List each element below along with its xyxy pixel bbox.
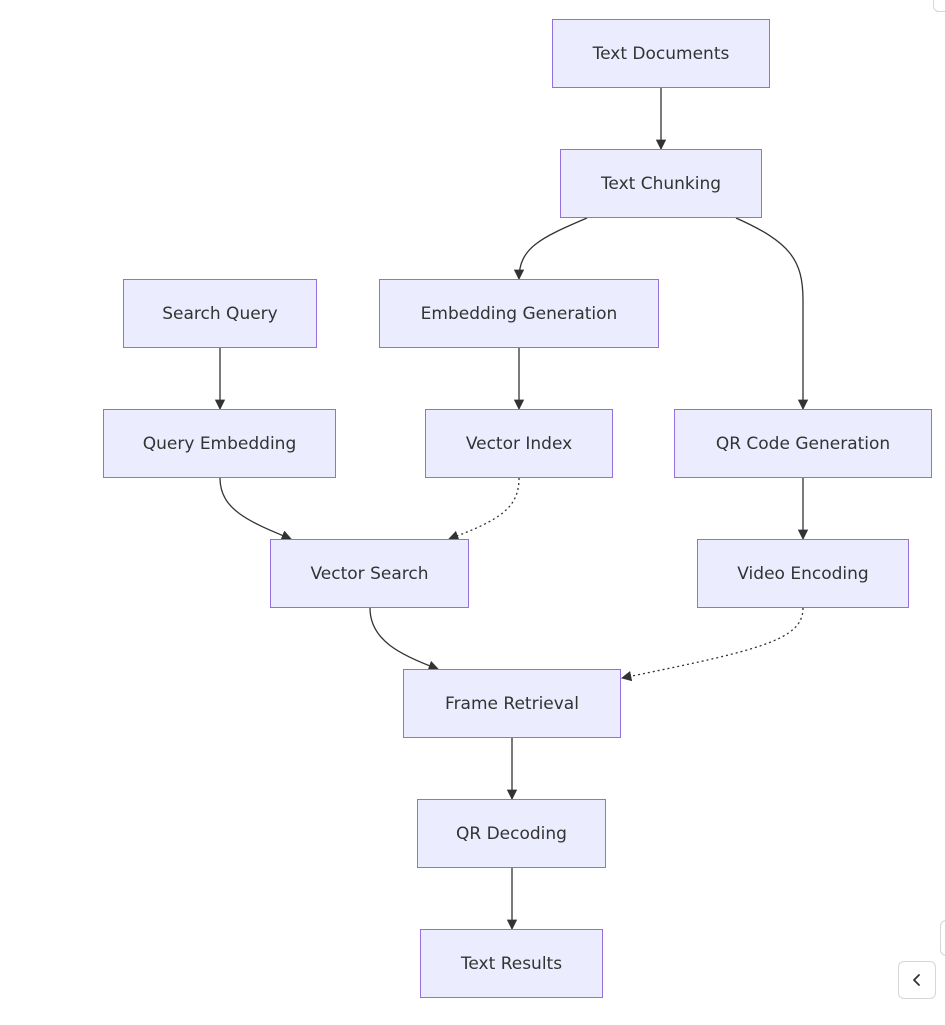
- node-vector-index: Vector Index: [425, 409, 613, 478]
- node-text-results: Text Results: [420, 929, 603, 998]
- edge-vector-search-to-frame-retrieval: [369, 607, 439, 671]
- node-text-chunking: Text Chunking: [560, 149, 762, 218]
- node-qr-code-generation: QR Code Generation: [674, 409, 932, 478]
- edge-text-chunking-to-embedding-generation: [513, 217, 588, 281]
- node-search-query: Search Query: [123, 279, 317, 348]
- edge-query-embedding-to-vector-search: [219, 477, 292, 541]
- node-embedding-generation: Embedding Generation: [379, 279, 659, 348]
- collapse-panel-button[interactable]: [898, 961, 936, 999]
- node-query-embedding: Query Embedding: [103, 409, 336, 478]
- edge-text-chunking-to-qr-code-generation: [735, 217, 809, 411]
- top-corner-control: [933, 0, 945, 12]
- node-text-documents: Text Documents: [552, 19, 770, 88]
- side-panel-edge: [940, 920, 945, 956]
- node-qr-decoding: QR Decoding: [417, 799, 606, 868]
- node-frame-retrieval: Frame Retrieval: [403, 669, 621, 738]
- node-vector-search: Vector Search: [270, 539, 469, 608]
- edge-video-encoding-to-frame-retrieval: [620, 607, 804, 682]
- node-video-encoding: Video Encoding: [697, 539, 909, 608]
- chevron-left-icon: [913, 974, 920, 986]
- edge-vector-index-to-vector-search: [448, 477, 520, 541]
